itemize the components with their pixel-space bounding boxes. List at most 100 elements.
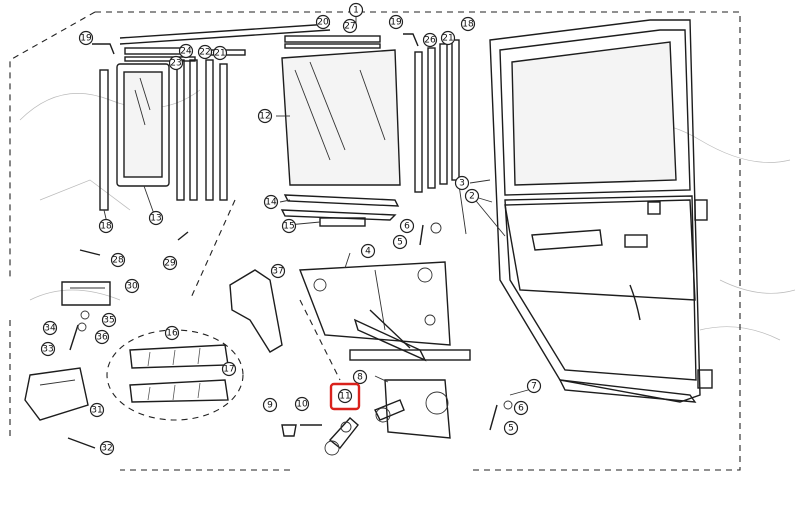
callout-number: 12: [259, 112, 270, 122]
callout-21: 21: [212, 45, 228, 61]
callout-circle: [315, 14, 331, 30]
callout-number: 6: [404, 222, 410, 232]
callout-number: 20: [317, 18, 329, 28]
callout-number: 29: [164, 259, 176, 269]
callout-29: 29: [162, 255, 178, 271]
callout-circle: [422, 32, 438, 48]
callout-circle: [162, 255, 178, 271]
callout-circle: [42, 320, 58, 336]
callout-circle: [503, 420, 519, 436]
door-glass: [281, 49, 401, 186]
callout-circle: [352, 369, 368, 385]
callout-number: 5: [397, 238, 403, 248]
glass-lower-channel: [280, 194, 400, 227]
callout-number: 23: [170, 59, 181, 69]
callout-circle: [281, 218, 297, 234]
callout-6: 6: [513, 400, 529, 416]
callout-number: 3: [459, 179, 465, 189]
callout-circle: [164, 325, 180, 341]
callout-circle: [337, 388, 353, 404]
callout-circle: [99, 440, 115, 456]
callout-6: 6: [399, 218, 415, 234]
callout-circle: [454, 175, 470, 191]
callout-number: 36: [96, 333, 108, 343]
callout-19: 19: [78, 30, 94, 46]
callout-circle: [124, 278, 140, 294]
callout-number: 17: [223, 365, 234, 375]
callout-circle: [526, 378, 542, 394]
callout-circle: [178, 43, 194, 59]
callout-31: 31: [89, 402, 105, 418]
highlight-box: [329, 382, 361, 411]
callout-number: 33: [42, 345, 53, 355]
callout-circle: [294, 396, 310, 412]
callout-number: 7: [531, 382, 537, 392]
callout-circle: [110, 252, 126, 268]
vent-window-frame: [116, 63, 170, 187]
callout-circle: [342, 18, 358, 34]
callout-circle: [40, 341, 56, 357]
callout-circle: [101, 312, 117, 328]
callout-5: 5: [392, 234, 408, 250]
callout-26: 26: [422, 32, 438, 48]
callout-number: 14: [265, 198, 277, 208]
callout-21: 21: [440, 30, 456, 46]
callout-number: 10: [296, 400, 308, 410]
callout-23: 23: [168, 55, 184, 71]
callout-37: 37: [270, 263, 286, 279]
callout-12: 12: [257, 108, 273, 124]
inner-door-panel: [299, 261, 451, 346]
callout-number: 24: [180, 47, 192, 57]
fasteners: [67, 222, 529, 449]
callout-10: 10: [294, 396, 310, 412]
callout-32: 32: [99, 440, 115, 456]
callout-circle: [78, 30, 94, 46]
callout-circle: [257, 108, 273, 124]
callout-number: 13: [150, 214, 161, 224]
brackets: [24, 269, 283, 421]
callout-5: 5: [503, 420, 519, 436]
callout-circle: [221, 361, 237, 377]
callout-number: 1: [353, 6, 359, 16]
callout-circle: [168, 55, 184, 71]
callout-number: 26: [424, 36, 436, 46]
callout-number: 15: [283, 222, 294, 232]
callout-circle: [94, 329, 110, 345]
top-run-channel: [119, 23, 381, 49]
callout-number: 11: [339, 392, 350, 402]
callout-circle: [460, 16, 476, 32]
callout-circle: [197, 44, 213, 60]
seal-kit-group: [106, 329, 244, 421]
door-shell: [489, 19, 713, 403]
callout-number: 19: [80, 34, 92, 44]
callout-number: 6: [518, 404, 524, 414]
callout-circle: [348, 2, 364, 18]
callout-3: 3: [454, 175, 470, 191]
callout-circle: [148, 210, 164, 226]
callout-circle: [89, 402, 105, 418]
callout-circle: [98, 218, 114, 234]
callout-16: 16: [164, 325, 180, 341]
callout-circle: [388, 14, 404, 30]
callout-circle: [464, 188, 480, 204]
regulator-handle: [281, 417, 359, 456]
callout-1: 1: [348, 2, 364, 18]
callout-14: 14: [263, 194, 279, 210]
callout-number: 5: [508, 424, 514, 434]
callout-2: 2: [464, 188, 480, 204]
callout-36: 36: [94, 329, 110, 345]
callout-number: 37: [272, 267, 283, 277]
callout-number: 16: [166, 329, 178, 339]
callout-33: 33: [40, 341, 56, 357]
callout-number: 22: [199, 48, 210, 58]
callout-circle: [270, 263, 286, 279]
callout-number: 8: [357, 373, 363, 383]
callout-circle: [513, 400, 529, 416]
callout-19: 19: [388, 14, 404, 30]
callout-number: 32: [101, 444, 112, 454]
callout-number: 2: [469, 192, 475, 202]
callout-number: 18: [462, 20, 474, 30]
